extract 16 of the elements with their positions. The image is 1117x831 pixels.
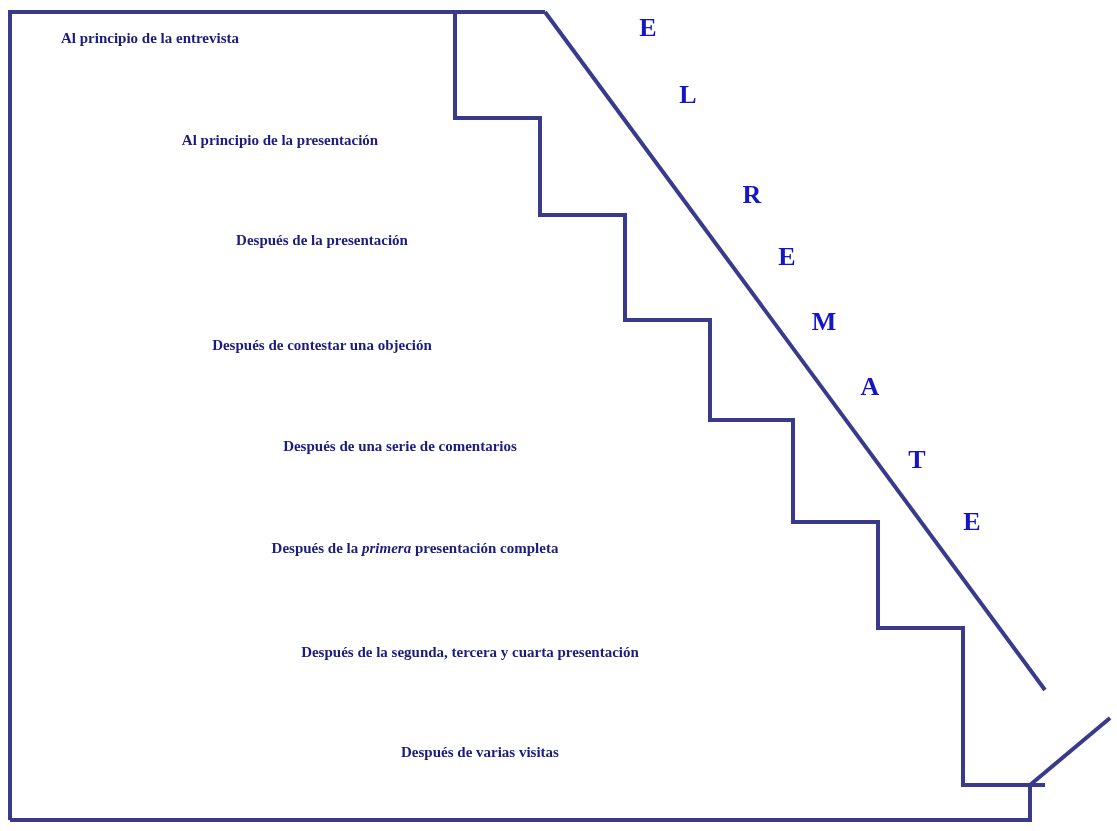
step-label: Después de la primera presentación completa [271,539,559,557]
step-label: Después de una serie de comentarios [283,437,517,455]
title-letter: A [860,372,880,402]
title-letter: E [963,507,981,537]
title-letter: M [811,307,837,337]
step-label: Al principio de la presentación [181,131,379,149]
step-label: Después de la presentación [236,231,408,249]
step-label: Al principio de la entrevista [60,29,240,47]
title-letter: E [639,13,657,43]
title-letter: R [742,180,762,210]
title-letter: L [679,80,697,110]
title-letter: E [778,242,796,272]
step-label: Después de la segunda, tercera y cuarta presentación [301,643,639,661]
title-letter: T [908,445,926,475]
step-label: Después de contestar una objeción [212,336,432,354]
step-label: Después de varias visitas [401,743,559,761]
